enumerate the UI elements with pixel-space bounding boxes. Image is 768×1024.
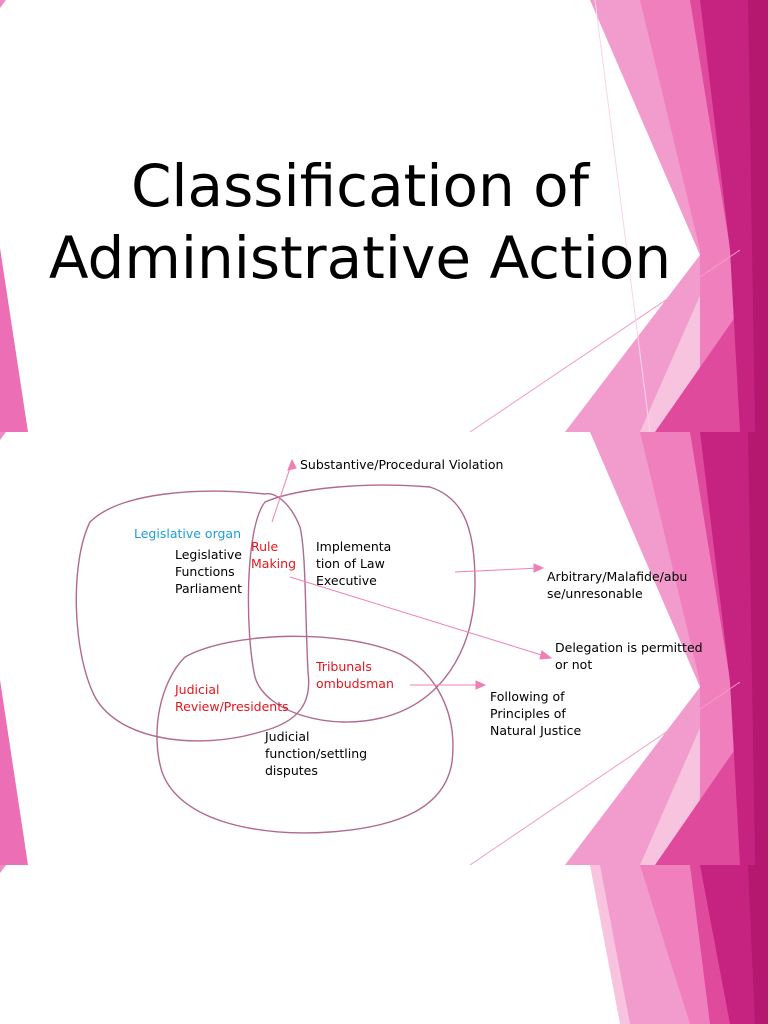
executive-loop bbox=[247, 484, 476, 723]
blank-slide bbox=[0, 865, 768, 1024]
arrow-substantive bbox=[271, 461, 293, 523]
label-legislative-organ: Legislative organ bbox=[134, 526, 242, 541]
pink-decoration bbox=[0, 865, 768, 1024]
label-substantive: Substantive/Procedural Violation bbox=[300, 457, 504, 472]
arrow-delegation bbox=[289, 576, 549, 658]
title-line-2: Administrative Action bbox=[48, 224, 672, 292]
pink-decoration bbox=[0, 432, 768, 865]
judicial-loop bbox=[156, 635, 454, 834]
label-arbitrary: Arbitrary/Malafide/abu se/unresonable bbox=[547, 569, 688, 601]
slide-title: Classification of Administrative Action bbox=[40, 150, 680, 294]
label-rule-making: Rule Making bbox=[251, 539, 297, 571]
label-delegation: Delegation is permitted or not bbox=[555, 640, 703, 672]
venn-diagram bbox=[75, 458, 553, 834]
label-judicial-function: Judicial function/settling disputes bbox=[265, 729, 368, 778]
pink-decoration bbox=[0, 0, 768, 432]
legislative-loop bbox=[75, 490, 310, 742]
diagram-slide: Substantive/Procedural Violation Legisla… bbox=[0, 432, 768, 865]
title-line-1: Classification of bbox=[130, 152, 590, 220]
label-tribunals: Tribunals ombudsman bbox=[316, 659, 394, 691]
label-legislative-functions: Legislative Functions Parliament bbox=[175, 547, 243, 596]
arrow-arbitrary bbox=[454, 567, 541, 573]
label-following: Following of Principles of Natural Justi… bbox=[490, 689, 582, 738]
label-implementation: Implementa tion of Law Executive bbox=[316, 539, 392, 588]
title-slide: Classification of Administrative Action bbox=[0, 0, 768, 432]
label-judicial-review: Judicial Review/Presidents bbox=[175, 682, 289, 714]
